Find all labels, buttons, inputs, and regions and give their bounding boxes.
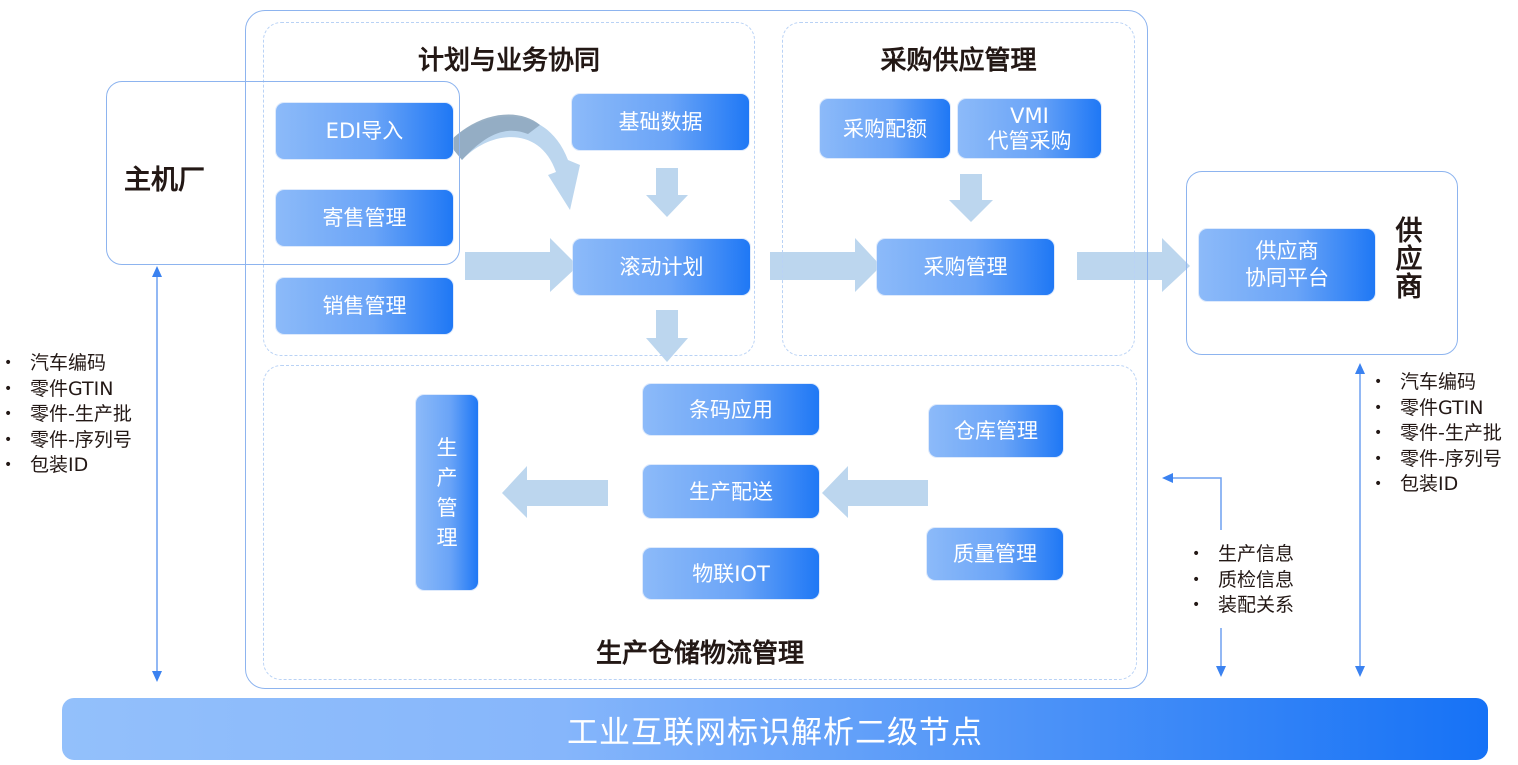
supplier-box [1186,171,1458,355]
enterprise-frame [245,10,1148,689]
procurement-section-title: 采购供应管理 [880,46,1037,76]
list-item: 零件-序列号 [0,428,132,454]
supplier-label-char: 供 [1395,216,1423,247]
supplier-platform-line2: 协同平台 [1245,266,1329,290]
vmi-purchase-box[interactable]: VMI 代管采购 [958,99,1101,158]
vmi-purchase-line1: VMI [1010,103,1049,128]
arrowhead-down-right [1355,666,1365,677]
host-plant-box [106,81,460,265]
list-item: 零件-生产批 [1370,421,1502,447]
vmi-purchase-line2: 代管采购 [987,128,1072,153]
production-section [263,365,1137,680]
planning-section [263,22,755,356]
consignment-mgmt-box[interactable]: 寄售管理 [276,190,453,246]
sales-mgmt-box[interactable]: 销售管理 [276,278,453,334]
arrowhead-up-host [152,266,162,277]
list-item: 零件-生产批 [0,402,132,428]
supplier-platform-box[interactable]: 供应商 协同平台 [1199,229,1375,301]
right-identifier-list: 汽车编码 零件GTIN 零件-生产批 零件-序列号 包装ID [1370,370,1502,498]
warehouse-mgmt-box[interactable]: 仓库管理 [929,405,1063,457]
production-info-list: 生产信息 质检信息 装配关系 [1188,542,1294,619]
production-mgmt-char: 管 [436,495,458,520]
iot-box[interactable]: 物联IOT [643,548,819,599]
list-item: 装配关系 [1188,593,1294,619]
edi-import-box[interactable]: EDI导入 [276,103,453,159]
planning-section-title: 计划与业务协同 [417,46,600,76]
left-identifier-list: 汽车编码 零件GTIN 零件-生产批 零件-序列号 包装ID [0,351,132,479]
quality-mgmt-box[interactable]: 质量管理 [927,528,1063,580]
supplier-label-char: 应 [1395,244,1423,275]
secondary-node-bar[interactable]: 工业互联网标识解析二级节点 [62,698,1488,760]
list-item: 零件-序列号 [1370,447,1502,473]
arrowhead-up-supplier [1355,363,1365,374]
list-item: 汽车编码 [0,351,132,377]
connector-production-bottom-upper [1172,477,1222,530]
list-item: 包装ID [0,453,132,479]
barcode-app-box[interactable]: 条码应用 [643,384,819,435]
arrowhead-left-production [1162,473,1173,483]
list-item: 零件GTIN [1370,396,1502,422]
purchase-mgmt-box[interactable]: 采购管理 [877,239,1054,295]
host-plant-label: 主机厂 [124,165,205,196]
list-item: 包装ID [1370,472,1502,498]
production-delivery-box[interactable]: 生产配送 [643,465,819,518]
list-item: 汽车编码 [1370,370,1502,396]
secondary-node-label: 工业互联网标识解析二级节点 [567,714,983,751]
production-mgmt-char: 生 [436,435,458,460]
supplier-label: 供 应 商 [1392,218,1426,302]
base-data-box[interactable]: 基础数据 [572,94,749,150]
procurement-section [782,22,1135,356]
arrowhead-down-left [152,671,162,682]
production-section-title: 生产仓储物流管理 [595,639,804,669]
production-mgmt-char: 理 [436,525,458,550]
list-item: 生产信息 [1188,542,1294,568]
supplier-platform-line1: 供应商 [1255,239,1319,263]
production-mgmt-box[interactable]: 生 产 管 理 [416,395,478,590]
supplier-label-char: 商 [1395,272,1423,303]
production-mgmt-char: 产 [436,465,458,490]
purchase-quota-box[interactable]: 采购配额 [820,99,950,158]
arrowhead-down-middle [1216,666,1226,677]
rolling-plan-box[interactable]: 滚动计划 [573,239,750,295]
list-item: 质检信息 [1188,568,1294,594]
list-item: 零件GTIN [0,377,132,403]
